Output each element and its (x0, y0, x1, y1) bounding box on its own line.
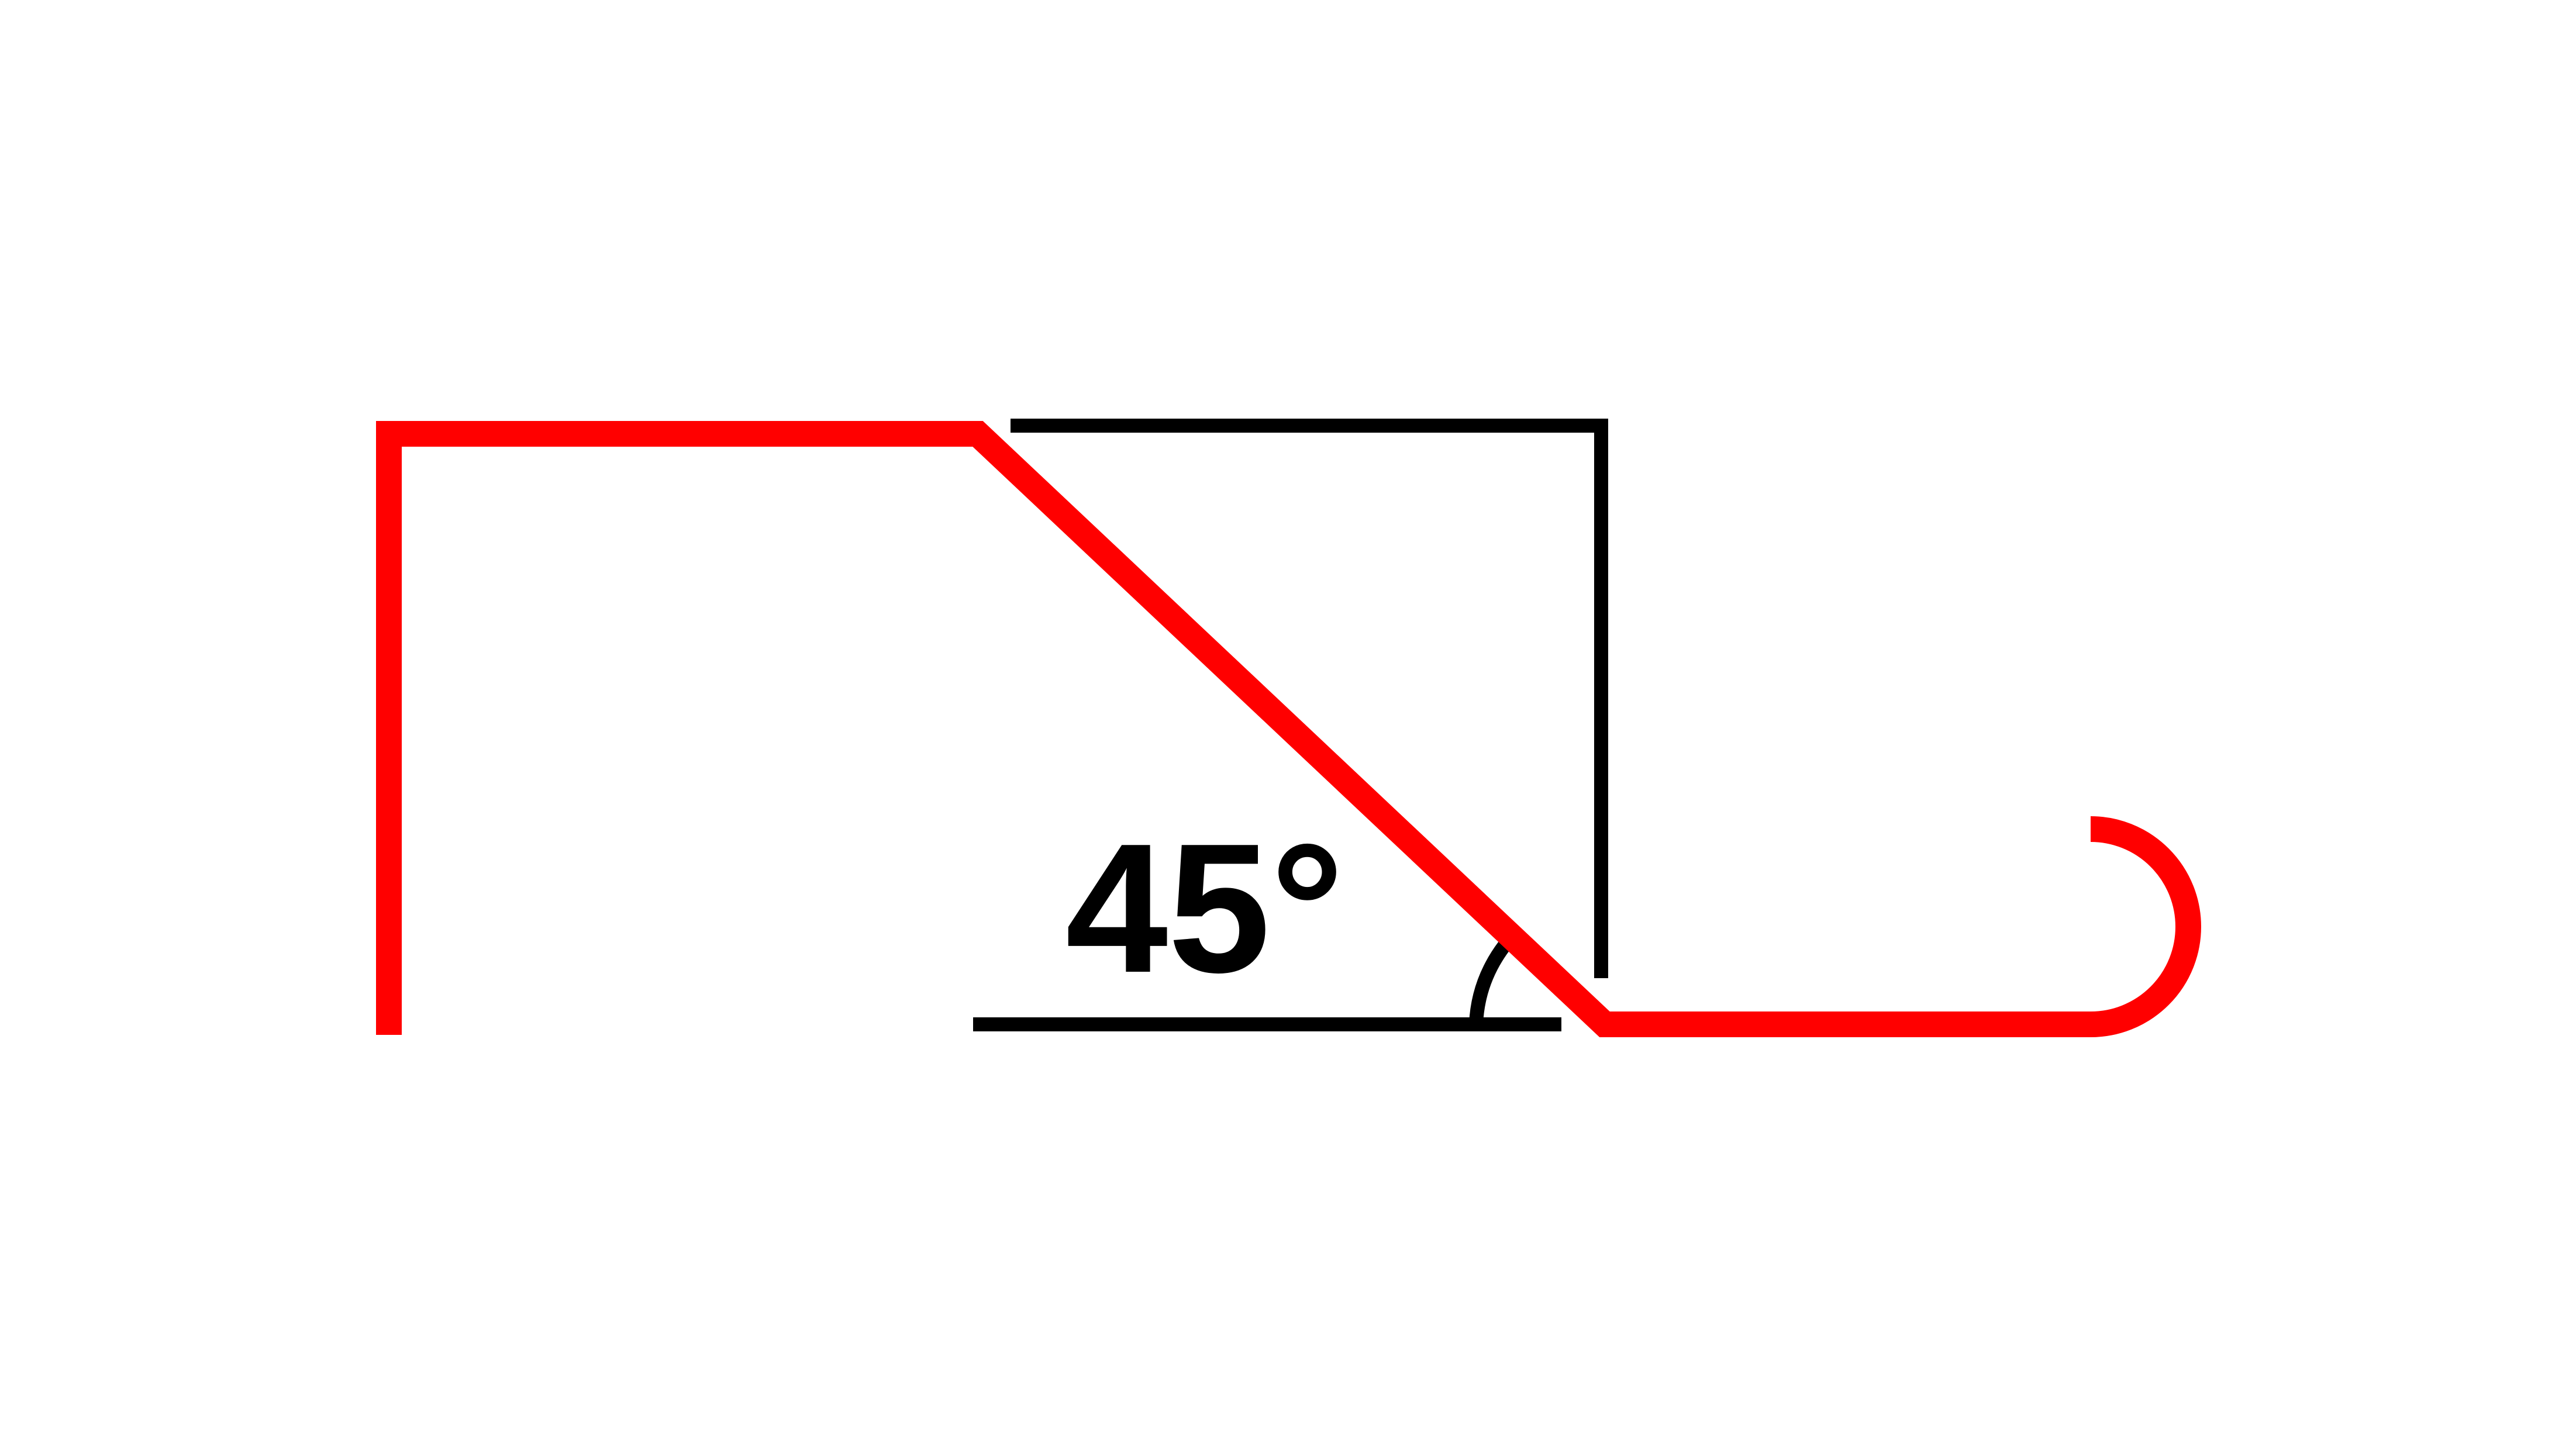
red-profile-bend (376, 421, 2091, 1037)
reference-box-outline (1011, 419, 1608, 978)
angle-arc (1469, 941, 1510, 1025)
red-profile-hem (2090, 816, 2201, 1037)
angle-label: 45° (1065, 805, 1344, 1011)
